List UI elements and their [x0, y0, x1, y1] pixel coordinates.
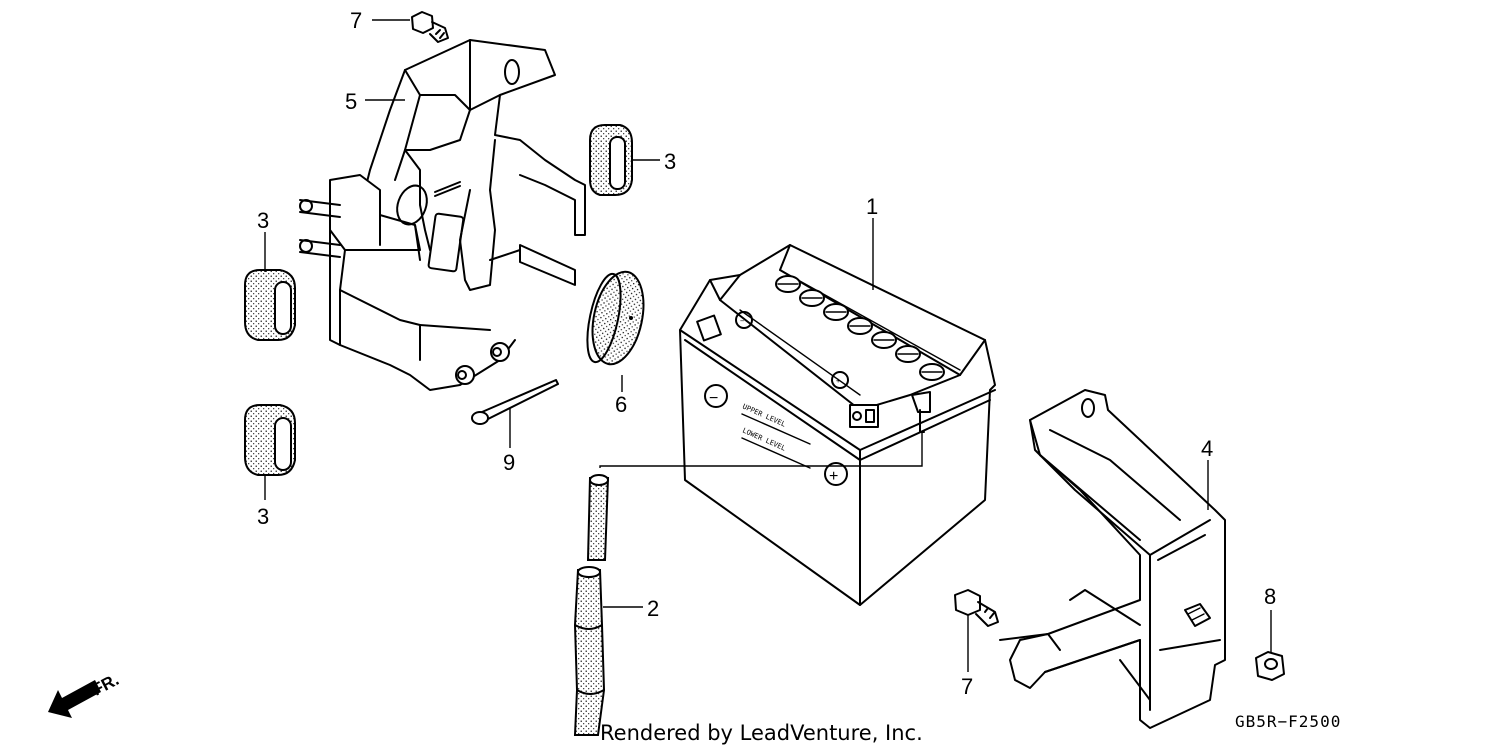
nut-part: [1255, 651, 1285, 681]
breather-tube-part: [573, 432, 923, 736]
callout-7-top: 7: [350, 8, 362, 33]
callout-7-bottom: 7: [961, 674, 973, 699]
callout-3-left-lower: 3: [257, 504, 269, 529]
grommet-right-part: [589, 124, 633, 196]
callout-6: 6: [615, 392, 627, 417]
grommet-left-lower-part: [244, 404, 296, 476]
battery-part: − + − + UPPER LEVEL LOWER LEVEL: [679, 244, 996, 606]
battery-holder-part: [299, 39, 586, 391]
leader-lines: [264, 19, 1272, 672]
callout-3-left-upper: 3: [257, 208, 269, 233]
callout-2: 2: [647, 596, 659, 621]
front-direction-indicator: FR.: [48, 670, 122, 718]
callout-1: 1: [866, 194, 878, 219]
cotter-pin-part: [471, 379, 559, 425]
top-plus-label: +: [836, 377, 840, 385]
render-credit: Rendered by LeadVenture, Inc.: [600, 721, 923, 745]
callout-3-right: 3: [664, 149, 676, 174]
callout-5: 5: [345, 89, 357, 114]
battery-stay-part: [999, 389, 1226, 729]
top-minus-label: −: [740, 317, 744, 325]
diagram-code: GB5R−F2500: [1235, 712, 1341, 731]
front-plus-label: +: [829, 468, 838, 485]
callout-9: 9: [503, 450, 515, 475]
callout-8: 8: [1264, 584, 1276, 609]
callout-4: 4: [1201, 436, 1213, 461]
front-minus-label: −: [709, 390, 718, 407]
bolt-bottom-part: [954, 589, 999, 627]
battery-pad-part: [586, 270, 645, 366]
front-arrow-icon: [48, 680, 101, 718]
bolt-top-part: [411, 11, 449, 43]
grommet-left-upper-part: [244, 269, 296, 341]
